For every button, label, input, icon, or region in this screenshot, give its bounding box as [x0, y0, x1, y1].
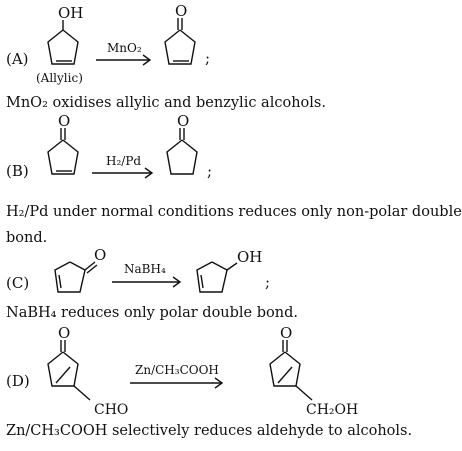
- label-b: (B): [6, 162, 29, 180]
- statement-a: MnO₂ oxidises allylic and benzylic alcoh…: [6, 95, 326, 111]
- statement-b-line1: H₂/Pd under normal conditions reduces on…: [6, 204, 462, 220]
- product-d-sub: CH₂OH: [306, 402, 358, 418]
- reactant-d-sub: CHO: [94, 402, 128, 418]
- reagent-a: MnO₂: [107, 41, 142, 55]
- product-a-group: O: [175, 2, 187, 20]
- reagent-b: H₂/Pd: [106, 154, 141, 168]
- reactant-a-group: OH: [58, 4, 83, 22]
- label-c: (C): [6, 274, 30, 292]
- end-a: ;: [205, 49, 210, 67]
- end-c: ;: [265, 273, 270, 291]
- reactant-d-ring: [47, 340, 91, 401]
- product-c-ring: [196, 261, 238, 293]
- label-d: (D): [6, 372, 30, 390]
- product-a-ring: [164, 18, 196, 65]
- product-b-group: O: [177, 112, 189, 130]
- reactant-b-ring: [47, 128, 79, 175]
- reactant-c-group: O: [94, 246, 106, 264]
- label-a: (A): [6, 50, 29, 68]
- end-b: ;: [207, 162, 212, 180]
- reagent-c: NaBH₄: [124, 262, 166, 276]
- statement-c: NaBH₄ reduces only polar double bond.: [6, 305, 298, 321]
- reagent-d: Zn/CH₃COOH: [135, 363, 219, 377]
- product-c-group: OH: [237, 248, 262, 266]
- reactant-c-ring: [54, 261, 98, 293]
- product-b-ring: [166, 128, 198, 175]
- product-d-ring: [269, 340, 313, 401]
- reaction-drawings: OH (Allylic) MnO₂ O ; O H₂/Pd O ; O NaBH…: [36, 2, 358, 418]
- statement-b-line2: bond.: [6, 230, 48, 246]
- reactant-a-ring: [47, 20, 79, 65]
- statement-d: Zn/CH₃COOH selectively reduces aldehyde …: [6, 423, 413, 439]
- reactant-d-group: O: [58, 324, 70, 342]
- reactant-b-group: O: [58, 112, 70, 130]
- reactant-a-note: (Allylic): [36, 71, 83, 85]
- product-d-group: O: [280, 324, 292, 342]
